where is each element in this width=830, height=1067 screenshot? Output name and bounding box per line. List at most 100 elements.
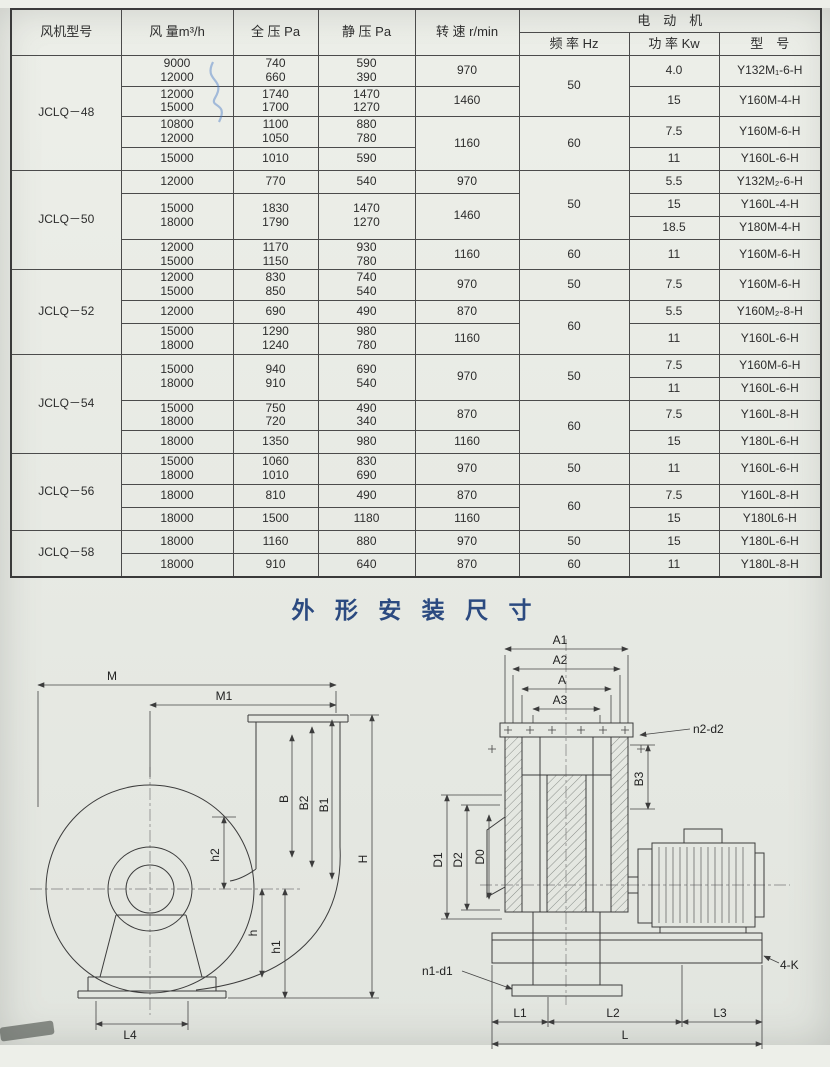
cell-power: 7.5 [628, 269, 720, 301]
cell-static-pressure: 980 780 [317, 322, 416, 355]
cell-static-pressure: 880 780 [317, 116, 416, 148]
dim-label-hh: H [356, 854, 370, 863]
table-row: 15000 18000 750 720 490 340 870 60 7.5 Y… [11, 399, 822, 455]
cell-motor-model: Y132M₂-6-H [718, 169, 822, 194]
cell-motor-model: Y160M-6-H [718, 353, 822, 378]
cell-motor-model: Y180L-8-H [718, 552, 822, 578]
table-row: JCLQ－56 15000 18000 1060 1010 830 690 97… [10, 453, 822, 531]
dim-label-a2: A2 [553, 653, 568, 667]
flange-bolt-marks [504, 725, 629, 734]
cell-motor-model: Y180L-6-H [718, 529, 822, 554]
motor-terminal-box [683, 828, 723, 844]
cell-motor-model: Y180L6-H [718, 506, 822, 531]
inlet-circle-inner [125, 864, 175, 914]
cell-total-pressure: 1160 [232, 529, 319, 554]
spec-table: 风机型号 风 量m³/h 全 压 Pa 静 压 Pa 转 速 r/min 电 动… [10, 8, 823, 578]
support-column [532, 911, 601, 985]
table-header-row: 频 率 Hz 功 率 Kw 型 号 [11, 32, 822, 56]
table-row: 18.5 Y180M-4-H [11, 215, 822, 240]
table-row: 12000 15000 1170 1150 930 780 1160 60 11… [11, 238, 822, 271]
cell-frequency: 50 [518, 54, 630, 118]
cell-airflow: 12000 [120, 169, 234, 194]
dim-label-l4: L4 [123, 1028, 137, 1042]
dim-label-b1: B1 [317, 797, 331, 812]
cell-frequency: 60 [518, 299, 630, 355]
table-row: 12000 15000 1740 1700 1470 1270 1460 15 … [11, 85, 822, 118]
cell-speed: 970 [414, 453, 520, 485]
table-row: JCLQ－52 12000 15000 830 850 740 540 970 … [10, 269, 822, 355]
cell-motor-model: Y132M₁-6-H [718, 55, 822, 87]
cell-power: 15 [628, 430, 720, 455]
fan-side-view: M M1 B B2 B1 h2 h h1 H L4 [30, 669, 379, 1042]
base-plate [77, 976, 227, 999]
cell-airflow: 15000 18000 [120, 399, 234, 432]
cell-static-pressure: 930 780 [317, 238, 416, 271]
dim-label-d1: D1 [431, 852, 445, 868]
cell-model: JCLQ－54 [10, 353, 122, 455]
cell-model: JCLQ－50 [10, 169, 122, 271]
table-row: 15000 18000 1830 1790 1470 1270 1460 15 … [11, 192, 822, 240]
table-row: 15000 18000 1290 1240 980 780 1160 11 Y1… [11, 322, 822, 355]
table-header-row: 风机型号 风 量m³/h 全 压 Pa 静 压 Pa 转 速 r/min 电 动… [10, 8, 822, 56]
cell-total-pressure: 1100 1050 [232, 116, 319, 148]
dim-label-m: M [107, 669, 117, 683]
cell-static-pressure: 590 [317, 146, 416, 171]
dimension-lines-front-view [441, 645, 780, 1049]
table-row: 18000 1350 980 1160 15 Y180L-6-H [11, 430, 822, 455]
cell-static-pressure: 490 [317, 299, 416, 324]
dim-label-m1: M1 [216, 689, 233, 703]
cell-power: 11 [628, 238, 720, 271]
motor-fins [658, 846, 744, 923]
table-row: JCLQ－58 18000 1160 880 970 50 15 Y180L-6… [10, 529, 822, 578]
cell-airflow: 10800 12000 [120, 116, 234, 148]
support-foot-plate [511, 984, 623, 997]
volute-outline [45, 784, 255, 994]
cell-static-pressure: 690 540 [317, 353, 416, 401]
cell-total-pressure: 750 720 [232, 399, 319, 432]
cell-model: JCLQ－58 [10, 529, 122, 578]
cell-power: 7.5 [628, 399, 720, 432]
cell-airflow: 18000 [120, 483, 234, 508]
motor-shaft [628, 876, 638, 894]
dim-label-b: B [277, 795, 291, 803]
cell-motor-model: Y180M-4-H [718, 215, 822, 240]
outlet-flange [247, 714, 349, 723]
cell-motor-model: Y160M-4-H [718, 85, 822, 118]
fan-front-view: A1 A2 A A3 n2-d2 B3 D1 D2 D0 n1-d1 L1 L2… [422, 633, 799, 1049]
cell-speed: 1460 [414, 192, 520, 240]
cell-speed: 1460 [414, 85, 520, 118]
table-row: 12000 690 490 870 60 5.5 Y160M₂-8-H [11, 299, 822, 355]
dim-label-a: A [558, 673, 566, 687]
volute-cutoff [229, 868, 257, 882]
cell-motor-model: Y160L-6-H [718, 453, 822, 485]
cell-frequency: 50 [518, 353, 630, 401]
cell-airflow: 9000 12000 [120, 55, 234, 87]
cell-speed: 970 [414, 169, 520, 194]
cell-airflow: 18000 [120, 552, 234, 578]
table-row: JCLQ－48 9000 12000 740 660 590 390 970 5… [10, 54, 822, 171]
volute-scroll-curve [195, 846, 341, 991]
cell-motor-model: Y160L-4-H [718, 192, 822, 217]
installation-dimension-drawings: M M1 B B2 B1 h2 h h1 H L4 [30, 633, 799, 1049]
cell-power: 11 [628, 322, 720, 355]
cell-power: 5.5 [628, 169, 720, 194]
cell-airflow: 12000 15000 [120, 269, 234, 301]
cell-power: 15 [628, 192, 720, 217]
cell-motor-model: Y160L-8-H [718, 399, 822, 432]
cell-static-pressure: 740 540 [317, 269, 416, 301]
header-airflow: 风 量m³/h [120, 8, 234, 56]
cell-airflow: 18000 [120, 506, 234, 531]
cell-total-pressure: 1290 1240 [232, 322, 319, 355]
cell-power: 15 [628, 85, 720, 118]
cell-total-pressure: 1060 1010 [232, 453, 319, 485]
cell-total-pressure: 1830 1790 [232, 192, 319, 240]
cell-speed: 1160 [414, 116, 520, 171]
cell-motor-model: Y160L-6-H [718, 322, 822, 355]
cell-power: 11 [628, 376, 720, 401]
cell-power: 11 [628, 453, 720, 485]
cell-power: 4.0 [628, 55, 720, 87]
cell-airflow: 15000 18000 [120, 453, 234, 485]
cell-static-pressure: 640 [317, 552, 416, 578]
scanned-page: 风机型号 风 量m³/h 全 压 Pa 静 压 Pa 转 速 r/min 电 动… [0, 8, 830, 1049]
cell-static-pressure: 490 340 [317, 399, 416, 432]
